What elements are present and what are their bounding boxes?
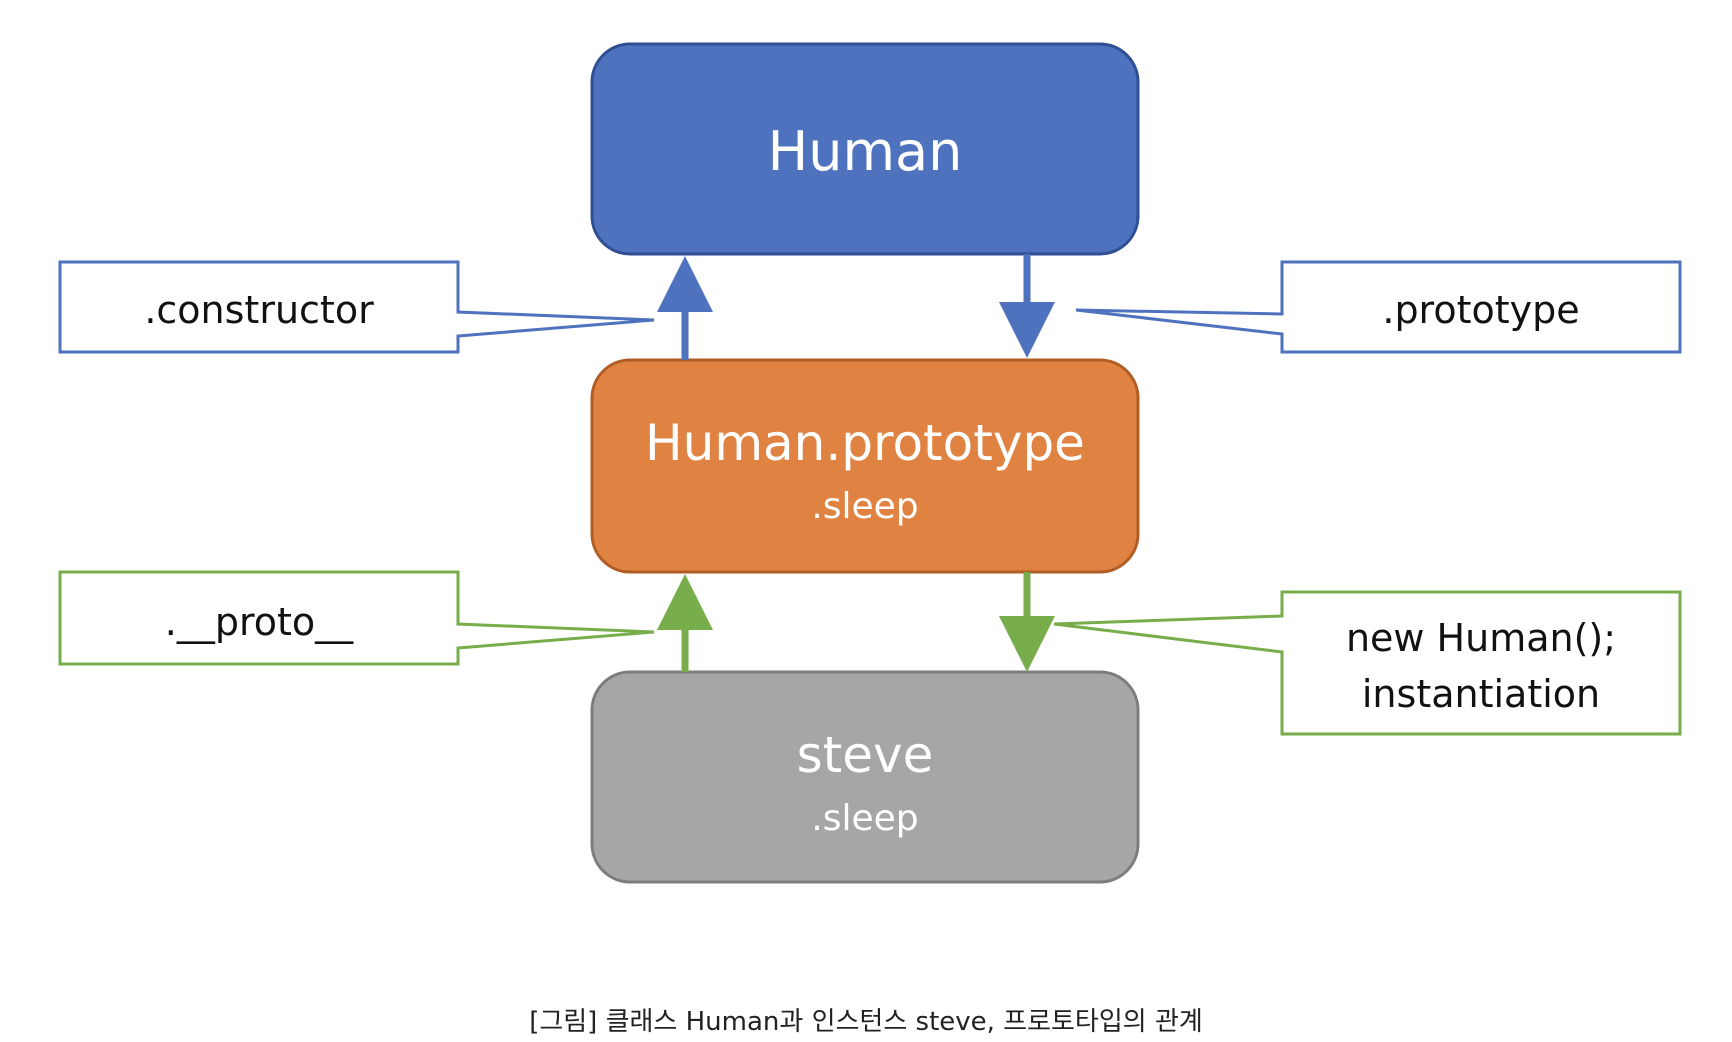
steve-member: .sleep <box>811 798 918 839</box>
human-box <box>590 42 1140 256</box>
instantiation-line-1: new Human(); <box>1346 616 1616 660</box>
human-prototype-box <box>590 358 1140 574</box>
instantiation-line-2: instantiation <box>1362 672 1600 716</box>
human-node: Human <box>590 42 1140 256</box>
constructor-callout-shape <box>58 260 655 354</box>
constructor-label: .constructor <box>144 288 374 332</box>
figure-caption: [그림] 클래스 Human과 인스턴스 steve, 프로토타입의 관계 <box>529 1007 1203 1037</box>
proto-label: .__proto__ <box>165 600 354 644</box>
prototype-callout-shape <box>1075 260 1682 354</box>
human-prototype-node: Human.prototype .sleep <box>590 358 1140 574</box>
instantiation-callout-shape <box>1053 590 1682 736</box>
human-title: Human <box>768 120 963 183</box>
steve-title: steve <box>797 726 934 784</box>
instantiation-callout: new Human(); instantiation <box>1053 590 1682 736</box>
prototype-label: .prototype <box>1382 288 1579 332</box>
proto-callout-shape <box>58 570 655 666</box>
proto-callout: .__proto__ <box>58 570 655 666</box>
steve-node: steve .sleep <box>590 670 1140 884</box>
steve-box <box>590 670 1140 884</box>
human-prototype-member: .sleep <box>811 486 918 527</box>
constructor-callout: .constructor <box>58 260 655 354</box>
human-prototype-title: Human.prototype <box>645 414 1085 472</box>
prototype-callout: .prototype <box>1075 260 1682 354</box>
